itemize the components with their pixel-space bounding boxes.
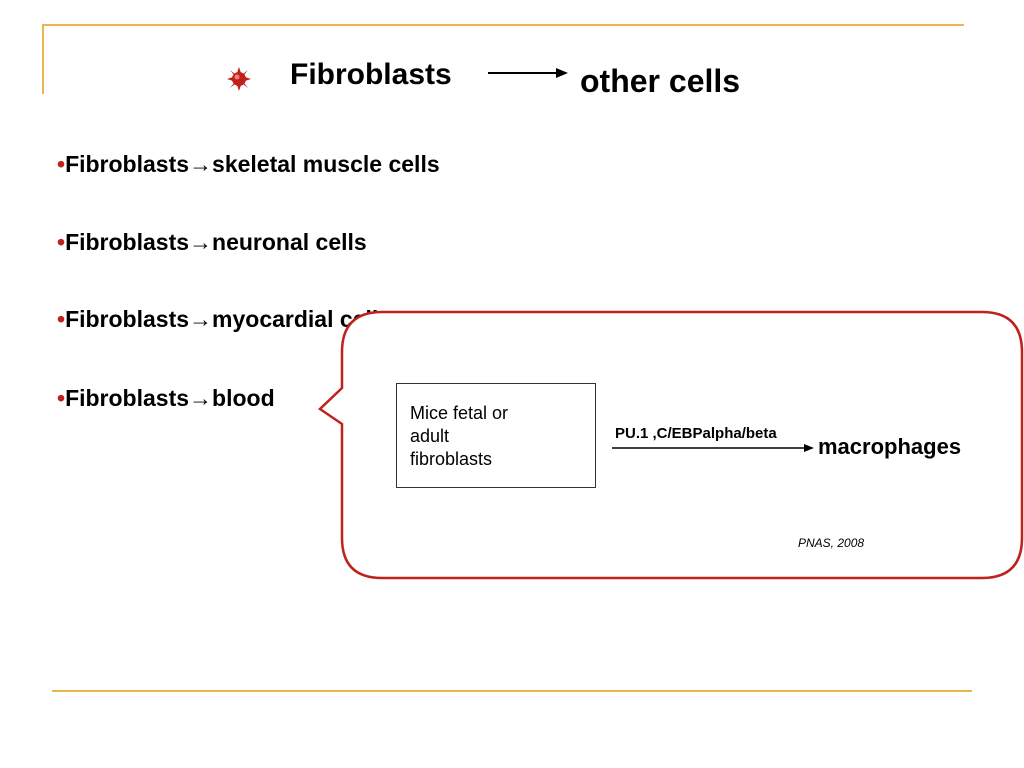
bottom-divider: [52, 690, 972, 692]
transcription-factors-label: PU.1 ,C/EBPalpha/beta: [615, 425, 777, 442]
bullet-text: Fibroblasts→myocardial cells: [65, 306, 392, 332]
title-source: Fibroblasts: [290, 58, 452, 91]
slide-title: Fibroblasts other cells: [0, 0, 1024, 110]
top-divider: [42, 24, 964, 26]
callout-bubble: [318, 310, 1024, 582]
bullet-dot: •: [57, 385, 66, 411]
bullet-dot: •: [57, 151, 66, 177]
title-target: other cells: [580, 63, 741, 99]
bullet-item: •Fibroblasts→blood: [57, 385, 275, 412]
conversion-arrow-icon: [612, 444, 814, 452]
box-line: fibroblasts: [410, 449, 493, 469]
box-line: Mice fetal or: [410, 403, 509, 423]
red-sun-icon: [227, 67, 251, 91]
bullet-text: Fibroblasts→blood: [65, 385, 275, 411]
bullet-item: •Fibroblasts→neuronal cells: [57, 229, 367, 256]
title-arrow-icon: [488, 68, 568, 78]
left-divider: [42, 24, 44, 94]
bullet-text: Fibroblasts→neuronal cells: [65, 229, 367, 255]
bullet-item: •Fibroblasts→myocardial cells: [57, 306, 391, 333]
bullet-text: Fibroblasts→skeletal muscle cells: [65, 151, 440, 177]
source-cell-box: Mice fetal or adult fibroblasts: [396, 383, 596, 488]
bullet-dot: •: [57, 306, 66, 332]
bullet-dot: •: [57, 229, 66, 255]
callout-shape: [318, 310, 1024, 580]
citation: PNAS, 2008: [798, 536, 865, 550]
bullet-item: •Fibroblasts→skeletal muscle cells: [57, 151, 440, 178]
result-cell-label: macrophages: [818, 434, 962, 459]
box-line: adult: [410, 426, 450, 446]
